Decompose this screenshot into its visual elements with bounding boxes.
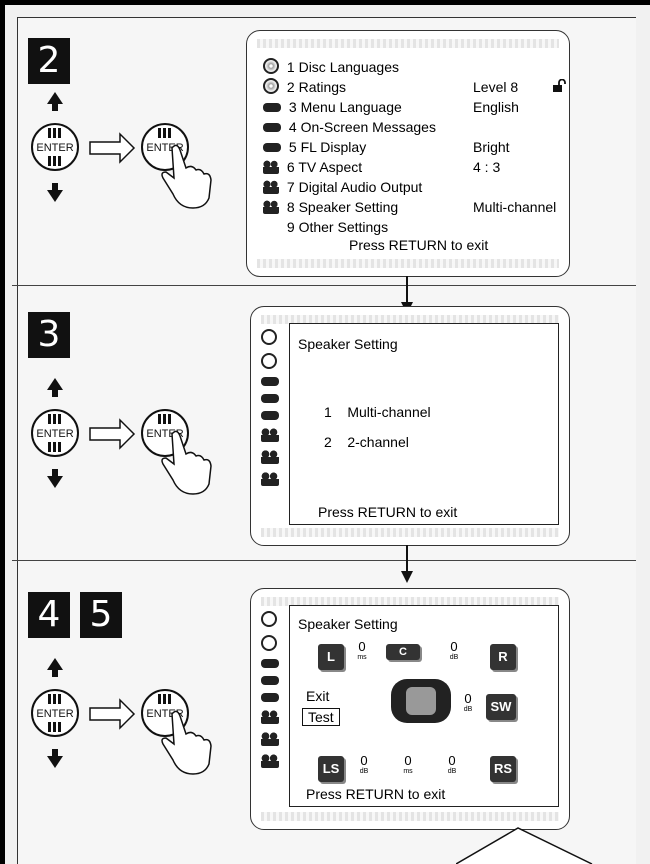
step-number-4: 4 [28, 592, 70, 638]
speakers-icon [261, 754, 279, 768]
ratings-value: Level 8 [473, 77, 518, 97]
menu-item-digital-audio-output[interactable]: 7 Digital Audio Output [263, 177, 422, 197]
menu-category-icons [261, 329, 283, 494]
speaker-layout-panel: Speaker Setting L 0 ms C 0 dB R Exit Tes… [289, 605, 559, 807]
svg-text:ENTER: ENTER [36, 428, 73, 440]
menu-category-icons [261, 611, 283, 776]
level-value-left-surround[interactable]: 0 dB [354, 754, 374, 776]
delay-value-front[interactable]: 0 ms [352, 640, 372, 662]
svg-text:ENTER: ENTER [36, 708, 73, 720]
level-value-subwoofer[interactable]: 0 dB [458, 692, 478, 714]
speaker-setting-panel: Speaker Setting 1 Multi-channel 2 2-chan… [289, 323, 559, 525]
setup-menu-screen: 1 Disc Languages 2 Ratings Level 8 3 Men… [246, 30, 570, 277]
panel-footer-hint: Press RETURN to exit [318, 504, 457, 520]
step-number-5: 5 [80, 592, 122, 638]
speaker-right-surround[interactable]: RS [490, 756, 516, 782]
step-number-3: 3 [28, 312, 70, 358]
svg-text:ENTER: ENTER [36, 142, 73, 154]
speakers-icon [261, 710, 279, 724]
speaker-center[interactable]: C [386, 644, 420, 660]
speaker-setting-value: Multi-channel [473, 197, 556, 217]
speakers-icon [263, 200, 279, 214]
disc-icon [261, 329, 277, 345]
down-arrow-icon [398, 545, 416, 585]
display-bar-icon [261, 377, 279, 386]
menu-item-ratings[interactable]: 2 Ratings Level 8 [263, 77, 346, 97]
disc-icon [263, 58, 279, 74]
option-multi-channel[interactable]: 1 Multi-channel [324, 404, 431, 420]
speaker-left[interactable]: L [318, 644, 344, 670]
remote-enter-illustration: ENTER ENTER [22, 376, 232, 506]
speaker-layout-screen: Speaker Setting L 0 ms C 0 dB R Exit Tes… [250, 588, 570, 830]
display-bar-icon [261, 394, 279, 403]
menu-item-other-settings[interactable]: 9 Other Settings [263, 217, 388, 237]
display-bar-icon [263, 123, 281, 132]
display-bar-icon [261, 676, 279, 685]
exit-button[interactable]: Exit [306, 688, 329, 704]
menu-item-menu-language[interactable]: 3 Menu Language English [263, 97, 402, 117]
speakers-icon [261, 472, 279, 486]
listener-position-icon [390, 678, 452, 724]
speaker-right[interactable]: R [490, 644, 516, 670]
display-bar-icon [261, 411, 279, 420]
menu-item-on-screen-messages[interactable]: 4 On-Screen Messages [263, 117, 436, 137]
speakers-icon [263, 180, 279, 194]
delay-value-surround[interactable]: 0 ms [398, 754, 418, 776]
disc-icon [261, 611, 277, 627]
remote-enter-illustration: ENTER ENTER [22, 90, 232, 220]
tv-aspect-value: 4 : 3 [473, 157, 500, 177]
section-divider [12, 560, 636, 561]
panel-footer-hint: Press RETURN to exit [306, 786, 445, 802]
display-bar-icon [263, 103, 281, 112]
level-value-right-surround[interactable]: 0 dB [442, 754, 462, 776]
menu-item-speaker-setting[interactable]: 8 Speaker Setting Multi-channel [263, 197, 398, 217]
disc-icon [261, 635, 277, 651]
unlocked-padlock-icon [552, 79, 566, 93]
step-number-2: 2 [28, 38, 70, 84]
speakers-icon [261, 428, 279, 442]
disc-icon [261, 353, 277, 369]
menu-item-fl-display[interactable]: 5 FL Display Bright [263, 137, 366, 157]
display-bar-icon [263, 143, 281, 152]
speaker-setting-screen: Speaker Setting 1 Multi-channel 2 2-chan… [250, 306, 570, 546]
level-value-center[interactable]: 0 dB [444, 640, 464, 662]
speaker-left-surround[interactable]: LS [318, 756, 344, 782]
menu-footer-hint: Press RETURN to exit [349, 237, 488, 253]
section-divider [12, 285, 636, 286]
speakers-icon [263, 160, 279, 174]
display-bar-icon [261, 693, 279, 702]
disc-icon [263, 78, 279, 94]
panel-title: Speaker Setting [298, 336, 398, 352]
test-button[interactable]: Test [302, 708, 340, 726]
display-bar-icon [261, 659, 279, 668]
menu-item-tv-aspect[interactable]: 6 TV Aspect 4 : 3 [263, 157, 362, 177]
callout-pointer [456, 826, 596, 864]
speakers-icon [261, 450, 279, 464]
option-2-channel[interactable]: 2 2-channel [324, 434, 409, 450]
speakers-icon [261, 732, 279, 746]
menu-language-value: English [473, 97, 519, 117]
panel-title: Speaker Setting [298, 616, 398, 632]
speaker-subwoofer[interactable]: SW [486, 694, 516, 720]
menu-item-disc-languages[interactable]: 1 Disc Languages [263, 57, 399, 77]
fl-display-value: Bright [473, 137, 510, 157]
remote-enter-illustration: ENTER ENTER [22, 656, 232, 786]
